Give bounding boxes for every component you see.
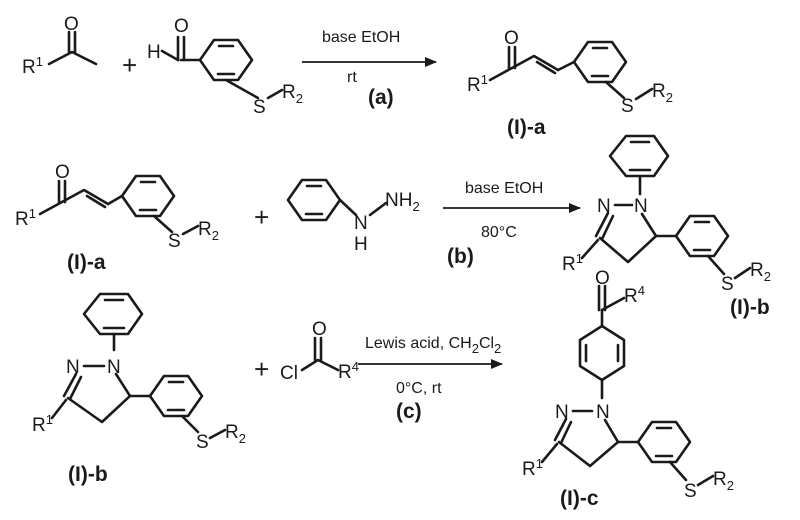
amine-group: NH2 (385, 190, 420, 214)
carbonyl-oxygen: O (504, 28, 519, 49)
sulfur-atom: S (684, 481, 697, 502)
reaction-arrow-c: Lewis acid, CH2Cl2 0°C, rt (c) (358, 335, 503, 423)
n-phenyl-ring (608, 134, 670, 178)
nitrogen-atom: N (596, 402, 610, 423)
acylated-pyrazoline-product: O R4 N N R1 S R2 (I)-c (522, 268, 734, 510)
aldehyde-hydrogen: H (147, 42, 161, 63)
compound-label-ib: (I)-b (68, 463, 108, 486)
r4-group: R4 (624, 283, 645, 307)
sulfur-atom: S (168, 231, 181, 252)
r2-group: R2 (282, 82, 303, 106)
r2-group: R2 (198, 219, 219, 243)
pyrazoline-product: N N R1 S R2 (I)-b (562, 134, 771, 319)
thioether-benzaldehyde: O H S R2 (147, 16, 303, 118)
plus-sign: + (254, 354, 269, 384)
thioether-aryl-ring (148, 374, 204, 418)
reaction-arrow-a: base EtOH rt (a) (302, 29, 437, 109)
chlorine-atom: Cl (280, 363, 298, 384)
r2-group: R2 (750, 260, 771, 284)
benzene-ring (572, 40, 628, 84)
r1-group: R1 (15, 206, 36, 230)
sulfur-atom: S (621, 96, 634, 117)
benzene-ring (120, 174, 176, 218)
nitrogen-atom: N (597, 196, 611, 217)
plus-sign: + (122, 50, 137, 80)
carbonyl-oxygen: O (55, 162, 70, 183)
r2-group: R2 (713, 469, 734, 493)
condition-above: base EtOH (322, 29, 400, 46)
r1-group: R1 (22, 54, 43, 78)
nitrogen-atom: N (107, 357, 121, 378)
nitrogen-atom: N (555, 402, 569, 423)
nitrogen-atom: N (354, 213, 368, 234)
pyrazoline-reactant: N N R1 S R2 (I)-b (32, 292, 246, 486)
step-label: (c) (396, 400, 422, 423)
compound-label-ia: (I)-a (507, 116, 546, 139)
nitrogen-atom: N (634, 196, 648, 217)
step-label: (a) (368, 86, 394, 109)
n-phenyl-ring (82, 292, 144, 336)
compound-label-ia: (I)-a (67, 251, 106, 274)
condition-above: Lewis acid, CH2Cl2 (365, 335, 501, 356)
chalcone-product: R1 O S R2 (I)-a (467, 28, 673, 139)
condition-below: rt (347, 69, 357, 86)
r1-group: R1 (467, 72, 488, 96)
r2-group: R2 (652, 81, 673, 105)
nitrogen-atom: N (66, 357, 80, 378)
nh-hydrogen: H (354, 234, 368, 255)
acyl-chloride: Cl O R4 (280, 319, 359, 384)
chalcone-reactant: R1 O S R2 (I)-a (15, 162, 219, 274)
condition-below: 0°C, rt (396, 380, 442, 397)
r1-group: R1 (32, 412, 53, 436)
carbonyl-oxygen: O (312, 319, 327, 340)
benzene-ring (198, 38, 254, 82)
condition-below: 80°C (481, 224, 517, 241)
r4-group: R4 (338, 359, 359, 383)
step-label: (b) (447, 245, 474, 268)
sulfur-atom: S (196, 432, 209, 453)
compound-label-ic: (I)-c (560, 487, 599, 510)
reaction-arrow-b: base EtOH 80°C (b) (443, 180, 581, 268)
condition-above: base EtOH (465, 180, 543, 197)
phenylhydrazine: N H NH2 (286, 178, 420, 255)
methyl-ketone: O R1 (22, 14, 98, 78)
sulfur-atom: S (253, 97, 266, 118)
carbonyl-oxygen: O (595, 268, 610, 289)
oxygen-atom: O (64, 14, 79, 35)
r1-group: R1 (562, 251, 583, 275)
thioether-aryl-ring (674, 214, 730, 258)
aldehyde-oxygen: O (174, 16, 189, 37)
thioether-aryl-ring (636, 420, 692, 464)
plus-sign: + (254, 202, 269, 232)
r1-group: R1 (522, 456, 543, 480)
sulfur-atom: S (721, 274, 734, 295)
compound-label-ib: (I)-b (730, 296, 770, 319)
r2-group: R2 (225, 422, 246, 446)
